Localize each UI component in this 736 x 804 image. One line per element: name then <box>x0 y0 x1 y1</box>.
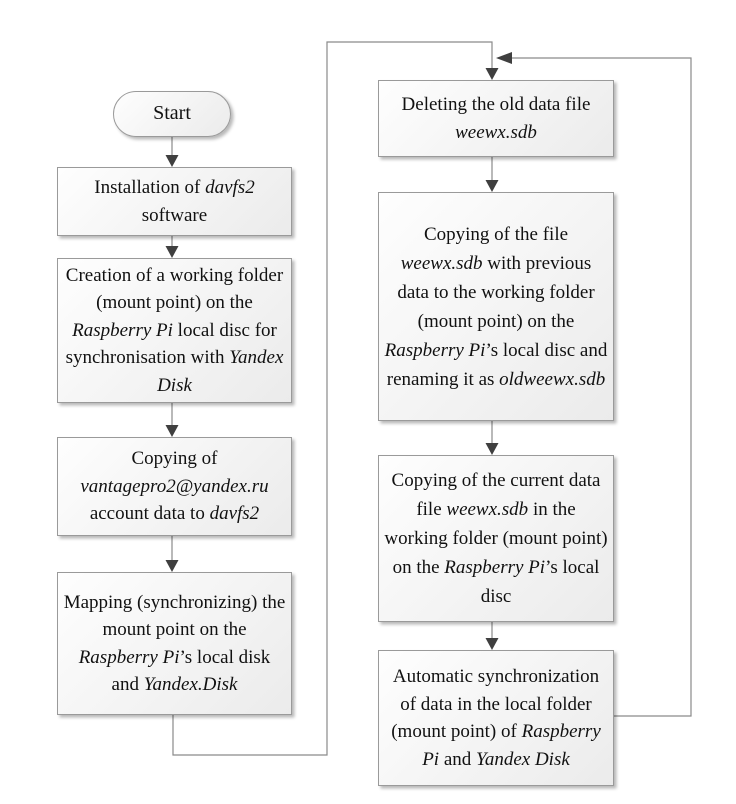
arrow-down-icon <box>485 180 499 192</box>
node-copy-current-data: Copying of the current data file weewx.s… <box>378 455 614 622</box>
node-create-working-folder: Creation of a working folder (mount poin… <box>57 258 292 403</box>
node-text: Copying of vantagepro2@yandex.ru account… <box>80 448 269 525</box>
arrow-down-icon <box>165 560 179 572</box>
connector-start-to-install <box>165 137 179 167</box>
arrow-left-icon <box>496 52 512 64</box>
arrow-down-icon <box>485 68 499 80</box>
node-text: Copying of the current data file weewx.s… <box>384 470 608 607</box>
connector-copy-account-to-mapping <box>165 536 179 572</box>
connector-copy-current-to-autosync <box>485 622 499 650</box>
arrow-down-icon <box>165 425 179 437</box>
connector-deleting-to-copy-previous <box>485 157 499 192</box>
node-install-davfs2: Installation of davfs2 software <box>57 167 292 236</box>
node-text: Creation of a working folder (mount poin… <box>65 264 284 396</box>
start-node: Start <box>113 91 231 137</box>
node-copy-account-data: Copying of vantagepro2@yandex.ru account… <box>57 437 292 536</box>
arrow-down-icon <box>485 638 499 650</box>
arrow-down-icon <box>165 246 179 258</box>
connector-copy-previous-to-copy-current <box>485 421 499 455</box>
node-text: Deleting the old data file weewx.sdb <box>401 94 591 143</box>
connector-install-to-create <box>165 236 179 258</box>
start-label: Start <box>153 102 191 125</box>
node-delete-old-data-file: Deleting the old data file weewx.sdb <box>378 80 614 157</box>
node-text: Copying of the file weewx.sdb with previ… <box>384 223 608 390</box>
arrow-down-icon <box>165 155 179 167</box>
node-auto-sync: Automatic synchronization of data in the… <box>378 650 614 786</box>
connector-create-to-copy-account <box>165 403 179 437</box>
node-text: Mapping (synchronizing) the mount point … <box>63 591 286 696</box>
node-text: Installation of davfs2 software <box>94 177 255 226</box>
node-text: Automatic synchronization of data in the… <box>391 666 601 770</box>
node-map-mount-point: Mapping (synchronizing) the mount point … <box>57 572 292 715</box>
node-copy-previous-data: Copying of the file weewx.sdb with previ… <box>378 192 614 421</box>
arrow-down-icon <box>485 443 499 455</box>
